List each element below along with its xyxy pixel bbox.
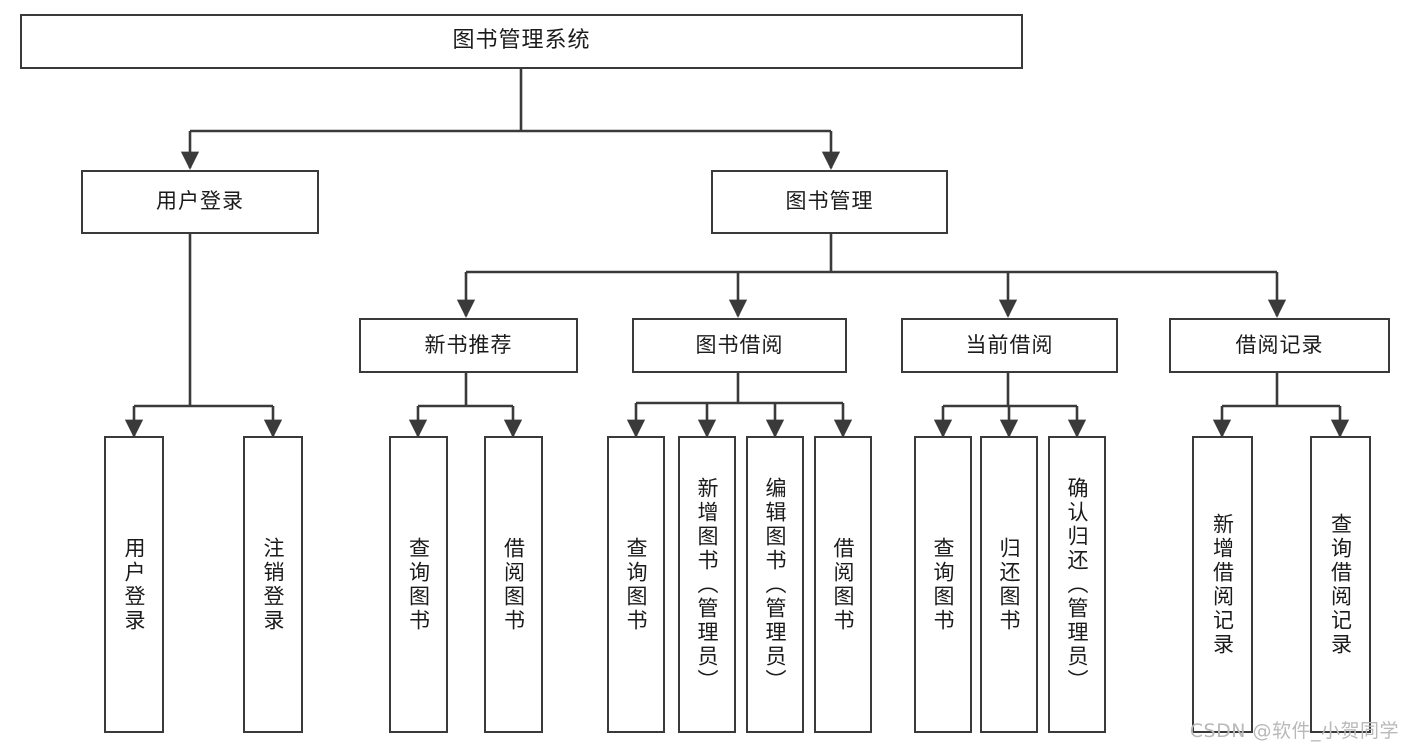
node-leaf-query-record-label: 查询借阅记录	[1328, 512, 1353, 657]
node-book-borrow-label: 图书借阅	[695, 332, 784, 357]
node-leaf-user-logout[interactable]: 注销登录	[243, 436, 303, 733]
node-leaf-add-record[interactable]: 新增借阅记录	[1192, 436, 1253, 733]
node-leaf-edit-book-label: 编辑图书（管理员）	[763, 476, 788, 693]
node-current-borrow-label: 当前借阅	[965, 332, 1054, 357]
node-leaf-add-book-label: 新增图书（管理员）	[695, 476, 720, 693]
node-leaf-borrow-book-1[interactable]: 借阅图书	[484, 436, 543, 733]
node-book-borrow[interactable]: 图书借阅	[632, 318, 847, 373]
node-book-manage-label: 图书管理	[785, 189, 874, 214]
node-leaf-return-book-label: 归还图书	[997, 536, 1022, 633]
node-leaf-query-book-2[interactable]: 查询图书	[607, 436, 665, 733]
node-leaf-borrow-book-2[interactable]: 借阅图书	[814, 436, 872, 733]
node-leaf-query-record[interactable]: 查询借阅记录	[1310, 436, 1371, 733]
node-user-login-label: 用户登录	[156, 189, 244, 214]
node-leaf-borrow-book-2-label: 借阅图书	[831, 536, 856, 633]
node-leaf-add-record-label: 新增借阅记录	[1210, 512, 1235, 657]
node-root[interactable]: 图书管理系统	[20, 14, 1023, 69]
node-leaf-edit-book[interactable]: 编辑图书（管理员）	[746, 436, 804, 733]
node-leaf-borrow-book-1-label: 借阅图书	[501, 536, 526, 633]
node-new-book-recommend[interactable]: 新书推荐	[359, 318, 578, 373]
node-leaf-user-logout-label: 注销登录	[261, 536, 286, 633]
node-borrow-record[interactable]: 借阅记录	[1169, 318, 1390, 373]
node-borrow-record-label: 借阅记录	[1235, 332, 1324, 357]
node-user-login[interactable]: 用户登录	[81, 170, 319, 234]
node-leaf-query-book-3[interactable]: 查询图书	[914, 436, 972, 733]
node-root-label: 图书管理系统	[452, 28, 591, 54]
node-new-book-recommend-label: 新书推荐	[424, 332, 513, 357]
node-leaf-user-login-label: 用户登录	[122, 536, 147, 633]
node-current-borrow[interactable]: 当前借阅	[901, 318, 1118, 373]
node-leaf-confirm-return-label: 确认归还（管理员）	[1065, 476, 1090, 693]
node-leaf-return-book[interactable]: 归还图书	[980, 436, 1038, 733]
node-leaf-query-book-1-label: 查询图书	[406, 536, 431, 633]
node-leaf-user-login[interactable]: 用户登录	[104, 436, 164, 733]
node-leaf-confirm-return[interactable]: 确认归还（管理员）	[1048, 436, 1106, 733]
node-leaf-add-book[interactable]: 新增图书（管理员）	[678, 436, 736, 733]
node-leaf-query-book-1[interactable]: 查询图书	[389, 436, 448, 733]
node-book-manage[interactable]: 图书管理	[711, 170, 948, 234]
node-leaf-query-book-2-label: 查询图书	[624, 536, 649, 633]
node-leaf-query-book-3-label: 查询图书	[931, 536, 956, 633]
